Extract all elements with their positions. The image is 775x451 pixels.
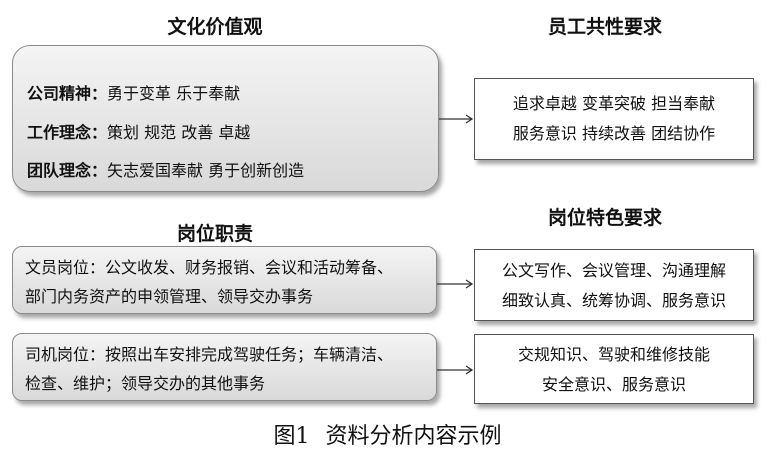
figure-number: 图1: [273, 424, 310, 449]
work-philosophy-label: 工作理念：: [27, 123, 108, 142]
company-spirit-text: 勇于变革 乐于奉献: [107, 84, 241, 103]
team-philosophy-label: 团队理念：: [27, 161, 108, 180]
arrow-clerk-duties-to-special: [437, 279, 474, 289]
arrow-culture-to-common: [439, 114, 474, 124]
common-requirements-heading: 员工共性要求: [547, 16, 662, 38]
duties-heading: 岗位职责: [176, 223, 253, 245]
figure-caption: 图1 资料分析内容示例: [0, 418, 775, 450]
culture-values-box: 公司精神：勇于变革 乐于奉献 工作理念：策划 规范 改善 卓越 团队理念：矢志爱…: [12, 45, 439, 192]
clerk-special-requirements-box: 公文写作、会议管理、沟通理解 细致认真、统筹协调、服务意识: [474, 249, 754, 321]
work-philosophy-text: 策划 规范 改善 卓越: [107, 123, 251, 142]
work-philosophy-row: 工作理念：策划 规范 改善 卓越: [27, 119, 250, 143]
team-philosophy-row: 团队理念：矢志爱国奉献 勇于创新创造: [27, 157, 304, 181]
company-spirit-label: 公司精神：: [27, 84, 108, 103]
company-spirit-row: 公司精神：勇于变革 乐于奉献: [27, 80, 240, 104]
driver-duties-box: 司机岗位：按照出车安排完成驾驶任务；车辆清洁、 检查、维护；领导交办的其他事务: [12, 333, 437, 401]
arrow-driver-duties-to-special: [437, 365, 474, 375]
clerk-special-line-2: 细致认真、统筹协调、服务意识: [501, 291, 726, 310]
clerk-duties-line-1: 文员岗位：公文收发、财务报销、会议和活动筹备、: [25, 258, 394, 277]
driver-duties-line-2: 检查、维护；领导交办的其他事务: [25, 374, 266, 393]
clerk-duties-line-2: 部门内务资产的申领管理、领导交办事务: [25, 287, 314, 306]
figure-title: 资料分析内容示例: [325, 424, 502, 449]
team-philosophy-text: 矢志爱国奉献 勇于创新创造: [107, 161, 305, 180]
common-requirements-line-1: 追求卓越 变革突破 担当奉献: [512, 94, 716, 113]
clerk-special-line-1: 公文写作、会议管理、沟通理解: [501, 261, 726, 280]
driver-special-line-2: 安全意识、服务意识: [541, 375, 686, 394]
special-requirements-heading: 岗位特色要求: [547, 207, 662, 229]
driver-duties-line-1: 司机岗位：按照出车安排完成驾驶任务；车辆清洁、: [25, 345, 394, 364]
common-requirements-line-2: 服务意识 持续改善 团结协作: [512, 124, 716, 143]
driver-special-line-1: 交规知识、驾驶和维修技能: [517, 345, 710, 364]
common-requirements-box: 追求卓越 变革突破 担当奉献 服务意识 持续改善 团结协作: [474, 78, 754, 160]
clerk-duties-box: 文员岗位：公文收发、财务报销、会议和活动筹备、 部门内务资产的申领管理、领导交办…: [12, 246, 437, 314]
driver-special-requirements-box: 交规知识、驾驶和维修技能 安全意识、服务意识: [474, 334, 754, 404]
culture-heading: 文化价值观: [167, 16, 263, 38]
